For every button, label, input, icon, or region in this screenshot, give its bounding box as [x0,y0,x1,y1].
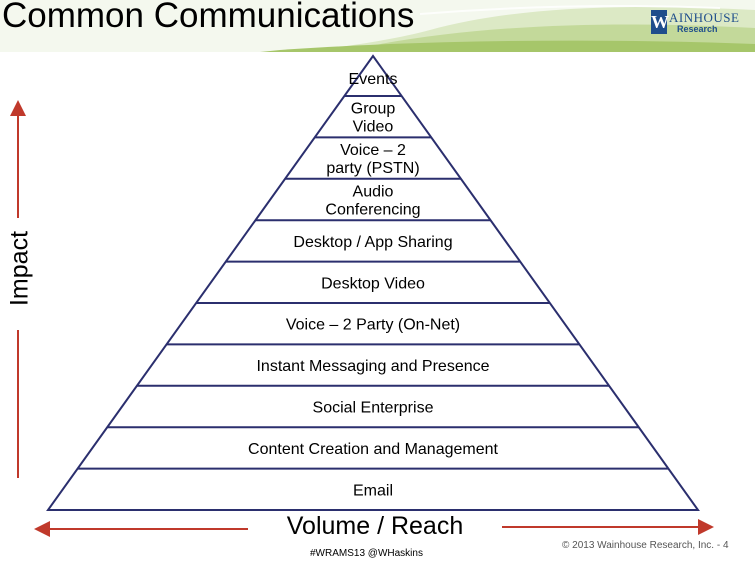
pyramid-layer-line: Voice – 2 [340,142,406,159]
pyramid-layer-line: Content Creation and Management [248,441,498,458]
copyright-footer: © 2013 Wainhouse Research, Inc. - 4 [562,540,729,551]
logo-subtitle: Research [677,24,718,34]
pyramid-layer-label: Events [349,71,398,88]
pyramid-layer-line: Voice – 2 Party (On-Net) [286,317,460,334]
pyramid-layer-line: Group [351,101,396,118]
volume-reach-axis-label: Volume / Reach [286,512,464,540]
pyramid-layer-label: Voice – 2 Party (On-Net) [286,317,460,334]
pyramid-layer-label: Instant Messaging and Presence [256,358,489,375]
pyramid-outline [46,54,700,511]
pyramid-layer-line: Desktop Video [321,275,425,292]
pyramid-layer-line: Email [353,482,393,499]
pyramid-layer-line: Social Enterprise [313,400,434,417]
pyramid-layer-line: Video [353,119,394,136]
pyramid-layer-line: Instant Messaging and Presence [256,358,489,375]
pyramid-layer-line: Audio [353,184,394,201]
pyramid-layer-label: Social Enterprise [313,400,434,417]
pyramid-layer-line: Events [349,71,398,88]
banner-swoosh-streak [419,5,721,15]
pyramid-layer-label: Desktop Video [321,275,425,292]
logo-name: AINHOUSE [669,10,740,25]
pyramid-layer-line: Conferencing [325,202,420,219]
logo-mark: W [651,10,669,34]
pyramid-layer-line: party (PSTN) [326,160,419,177]
header-banner [0,0,755,52]
slide-title: Common Communications [2,0,415,35]
pyramid-layer-label: Content Creation and Management [248,441,498,458]
pyramid-layer-line: Desktop / App Sharing [293,234,452,251]
impact-axis-label: Impact [5,230,34,307]
banner-swoosh-dark [260,40,755,52]
wainhouse-logo: W AINHOUSE Research [651,10,747,36]
pyramid-layer-label: Desktop / App Sharing [293,234,452,251]
hashtag-footer: #WRAMS13 @WHaskins [310,548,423,559]
pyramid-layer-label: Email [353,482,393,499]
